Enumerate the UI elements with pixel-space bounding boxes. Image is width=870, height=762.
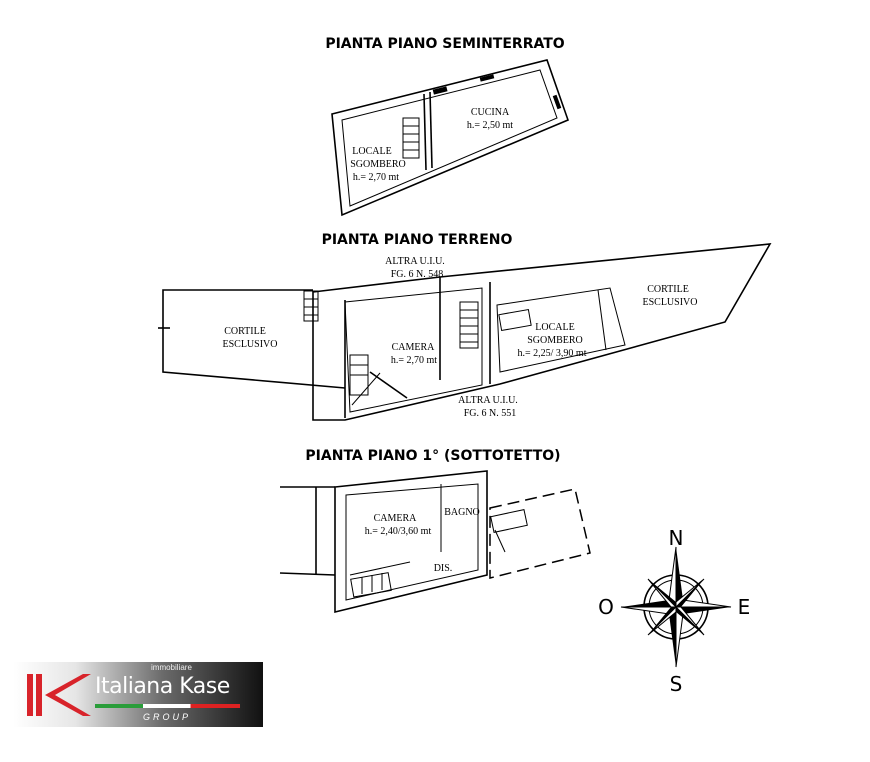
compass-south: S	[670, 672, 683, 696]
room-label: LOCALE	[352, 146, 391, 157]
first-floor-plan: CAMERA h.= 2,40/3,60 mt BAGNO DIS.	[279, 470, 591, 614]
room-label: SGOMBERO	[350, 159, 406, 170]
ground-plan: ALTRA U.I.U. FG. 6 N. 548 CORTILE ESCLUS…	[158, 243, 772, 421]
room-height: h.= 2,70 mt	[391, 355, 437, 366]
logo-suffix: GROUP	[143, 712, 192, 722]
room-label: LOCALE	[535, 322, 574, 333]
area-label: CORTILE	[224, 326, 266, 337]
first-floor-title: PIANTA PIANO 1° (SOTTOTETTO)	[305, 448, 560, 464]
room-height: h.= 2,25/ 3,90 mt	[518, 348, 587, 359]
room-label: CUCINA	[471, 107, 510, 118]
room-height: h.= 2,50 mt	[467, 120, 513, 131]
ground-title: PIANTA PIANO TERRENO	[322, 232, 513, 248]
area-label: ESCLUSIVO	[642, 297, 697, 308]
room-label: BAGNO	[444, 507, 480, 518]
italian-flag-stripe	[95, 704, 240, 708]
compass-west: O	[598, 595, 614, 619]
compass-east: E	[738, 595, 751, 619]
area-label: ESCLUSIVO	[222, 339, 277, 350]
room-label: DIS.	[434, 563, 453, 574]
area-label: CORTILE	[647, 284, 689, 295]
neighbor-label: FG. 6 N. 548	[391, 269, 444, 280]
neighbor-label: ALTRA U.I.U.	[385, 256, 445, 267]
room-label: SGOMBERO	[527, 335, 583, 346]
room-height: h.= 2,40/3,60 mt	[365, 526, 432, 537]
basement-plan: CUCINA h.= 2,50 mt LOCALE SGOMBERO h.= 2…	[331, 59, 570, 217]
agency-logo: immobiliare Italiana Kase GROUP	[13, 662, 263, 727]
room-height: h.= 2,70 mt	[353, 172, 399, 183]
logo-prefix: immobiliare	[151, 663, 192, 672]
compass-north: N	[669, 526, 684, 550]
room-label: CAMERA	[392, 342, 436, 353]
basement-title: PIANTA PIANO SEMINTERRATO	[325, 36, 564, 52]
neighbor-label: ALTRA U.I.U.	[458, 395, 518, 406]
logo-name: Italiana Kase	[95, 674, 230, 699]
k-logo-mark	[27, 674, 91, 716]
neighbor-label: FG. 6 N. 551	[464, 408, 517, 419]
compass-rose: N S E O	[598, 526, 750, 696]
room-label: CAMERA	[374, 513, 418, 524]
